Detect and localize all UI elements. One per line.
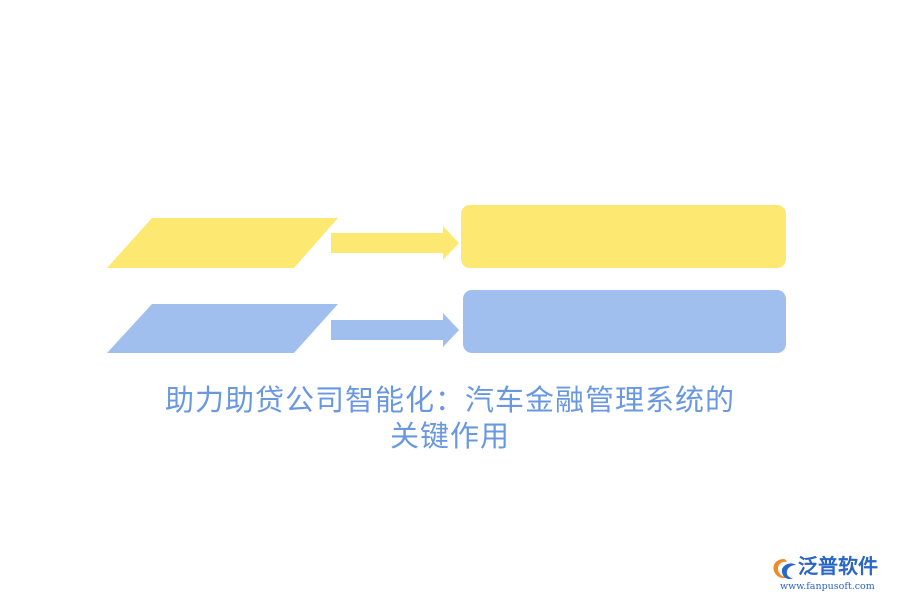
title-line-1: 助力助贷公司智能化：汽车金融管理系统的 [164,383,735,417]
output-box-1 [461,205,786,268]
logo-url: www.fanpusoft.com [780,581,875,592]
input-parallelogram-2 [107,304,338,353]
logo-name: 泛普软件 [798,554,878,578]
input-parallelogram-1 [107,218,338,268]
arrow-1 [331,226,459,260]
title-line-2: 关键作用 [389,419,510,453]
fanpu-logo-icon [773,559,796,579]
output-box-2 [463,290,786,353]
brand-logo: 泛普软件 www.fanpusoft.com [770,554,895,594]
arrow-2 [331,313,459,347]
diagram-title: 助力助贷公司智能化：汽车金融管理系统的 关键作用 [100,382,800,454]
